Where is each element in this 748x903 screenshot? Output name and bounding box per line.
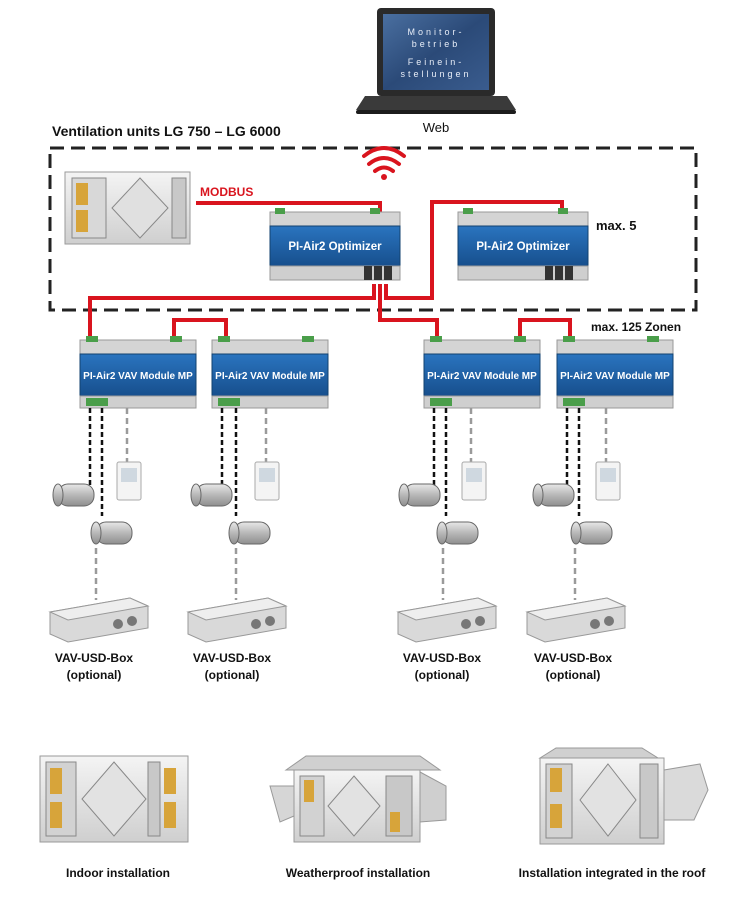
indoor-installation-caption: Indoor installation [66,866,170,880]
optimizer-1: PI-Air2 Optimizer [269,208,401,281]
max-optimizers-label: max. 5 [596,218,636,233]
modbus-label: MODBUS [200,185,253,199]
wifi-icon [362,146,406,180]
optimizer-1-label: PI-Air2 Optimizer [288,241,382,253]
roof-installation-caption: Installation integrated in the roof [519,866,707,880]
vav-usd-box-icon [48,597,627,643]
vav-module-1: PI-Air2 VAV Module MP [79,336,197,409]
modbus-wiring [88,200,572,340]
vav-module-3-label: PI-Air2 VAV Module MP [427,371,537,382]
ventilation-unit-icon [64,171,191,245]
laptop-screen-text: Monitor- betrieb Feinein- stellungen [400,27,471,79]
ventilation-units-frame [48,146,698,312]
indoor-installation-unit [39,755,189,843]
usd-box-2-note: (optional) [205,668,260,682]
usd-box-1-note: (optional) [67,668,122,682]
optimizer-2-label: PI-Air2 Optimizer [476,241,570,253]
usd-box-2-title: VAV-USD-Box [193,651,272,665]
sensor-wiring [88,408,608,600]
screen-line-3: Feinein- [408,57,465,67]
laptop-icon [356,8,516,114]
usd-box-labels: VAV-USD-Box (optional) VAV-USD-Box (opti… [55,651,613,682]
vav-module-1-label: PI-Air2 VAV Module MP [83,371,193,382]
vav-module-3: PI-Air2 VAV Module MP [423,336,541,409]
max-zones-label: max. 125 Zonen [591,320,681,334]
damper-icon [52,483,613,545]
usd-box-3-title: VAV-USD-Box [403,651,482,665]
vav-module-2-label: PI-Air2 VAV Module MP [215,371,325,382]
vav-module-2: PI-Air2 VAV Module MP [211,336,329,409]
roof-installation-unit [538,747,709,845]
system-title: Ventilation units LG 750 – LG 6000 [52,123,281,139]
usd-box-3-note: (optional) [415,668,470,682]
optimizer-2: PI-Air2 Optimizer [457,208,589,281]
vav-module-4: PI-Air2 VAV Module MP [556,336,674,409]
room-sensor-icon [116,461,621,501]
usd-box-4-title: VAV-USD-Box [534,651,613,665]
installation-captions: Indoor installation Weatherproof install… [66,866,706,880]
vav-module-4-label: PI-Air2 VAV Module MP [560,371,670,382]
screen-line-1: Monitor- [407,27,464,37]
usd-box-1-title: VAV-USD-Box [55,651,134,665]
weatherproof-installation-unit [269,755,447,843]
screen-line-2: betrieb [412,39,461,49]
laptop-caption: Web [423,120,450,135]
usd-box-4-note: (optional) [546,668,601,682]
weatherproof-installation-caption: Weatherproof installation [286,866,430,880]
screen-line-4: stellungen [400,69,471,79]
